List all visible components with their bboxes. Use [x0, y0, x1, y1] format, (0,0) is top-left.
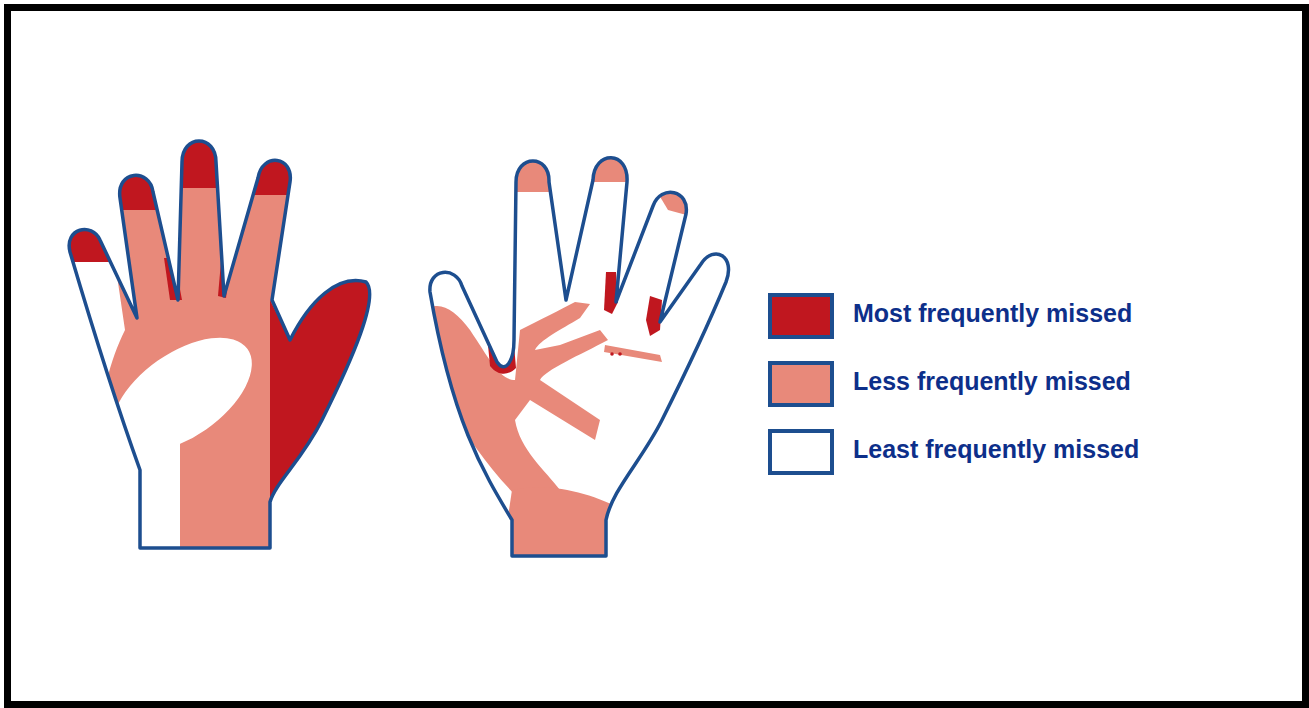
back-of-hand-regions: [50, 120, 390, 560]
legend-label: Less frequently missed: [853, 367, 1131, 396]
most-missed-area: [610, 352, 614, 356]
legend-label: Least frequently missed: [853, 435, 1139, 464]
legend-row: Most frequently missed: [768, 293, 1288, 339]
least-missed-area: [92, 315, 271, 476]
less-missed-area: [425, 302, 608, 500]
most-missed-area: [618, 352, 622, 356]
most-missed-area: [250, 140, 300, 195]
hand-outline: [69, 141, 370, 548]
legend-row: Least frequently missed: [768, 429, 1288, 475]
palm-regions: [420, 140, 750, 570]
least-missed-area: [420, 140, 750, 570]
legend-swatch: [768, 293, 834, 339]
legend-swatch: [768, 429, 834, 475]
less-missed-area: [50, 120, 390, 560]
legend-swatch: [768, 361, 834, 407]
most-missed-area: [50, 210, 120, 262]
most-missed-area: [270, 270, 380, 520]
legend-row: Less frequently missed: [768, 361, 1288, 407]
hand-outline: [430, 158, 729, 556]
most-missed-area: [646, 296, 662, 336]
less-missed-area: [604, 345, 662, 362]
legend-label: Most frequently missed: [853, 299, 1132, 328]
least-missed-area: [130, 420, 180, 560]
